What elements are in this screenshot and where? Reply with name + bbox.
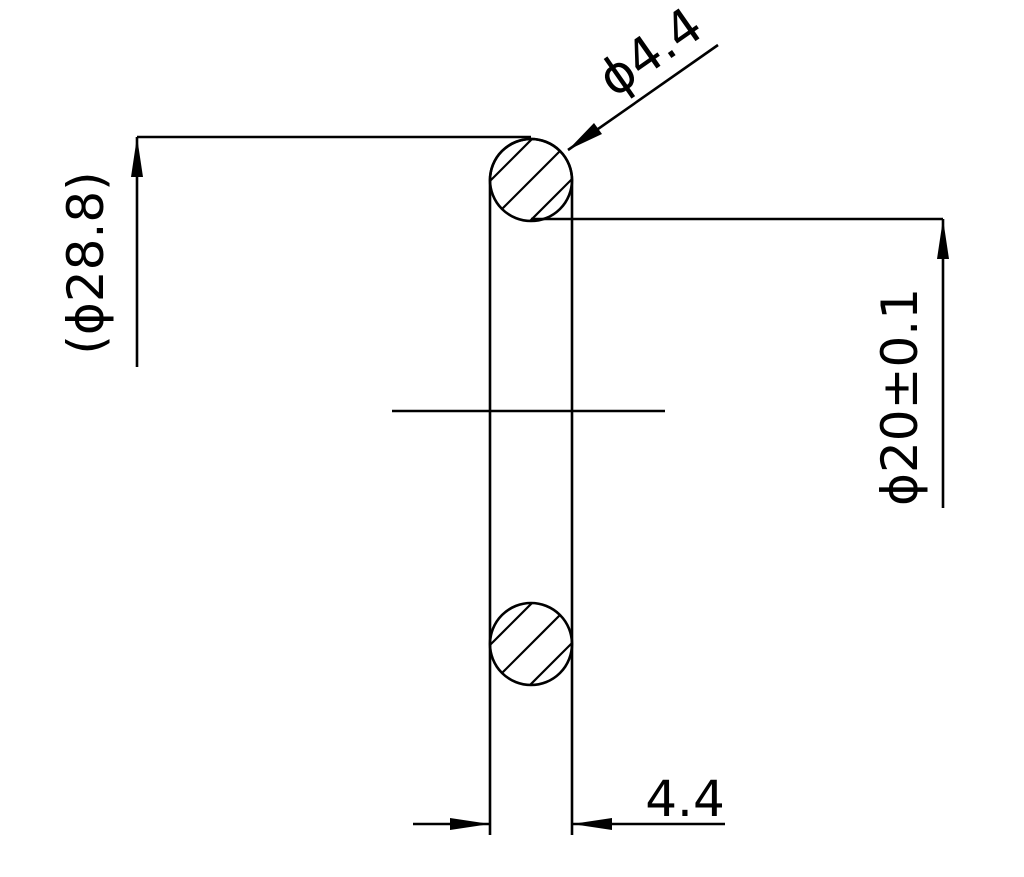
width-right-arrowhead: [572, 818, 612, 830]
inner-diameter-arrowhead: [937, 219, 949, 259]
inner-diameter-label: ϕ20±0.1: [871, 288, 929, 506]
inner-diameter-dimension: ϕ20±0.1: [531, 217, 949, 508]
bottom-cross-section: [488, 601, 574, 687]
cross-section-arrowhead: [568, 123, 602, 150]
outer-diameter-dimension: (ϕ28.8): [57, 135, 531, 367]
outer-diameter-label: (ϕ28.8): [57, 171, 115, 354]
ring-side-view: [488, 137, 574, 835]
width-dimension: 4.4: [413, 770, 725, 830]
width-left-arrowhead: [450, 818, 490, 830]
width-label: 4.4: [645, 770, 725, 828]
outer-diameter-arrowhead: [131, 137, 143, 177]
top-cross-section: [488, 137, 574, 223]
cross-section-dimension: ϕ4.4: [567, 0, 719, 152]
